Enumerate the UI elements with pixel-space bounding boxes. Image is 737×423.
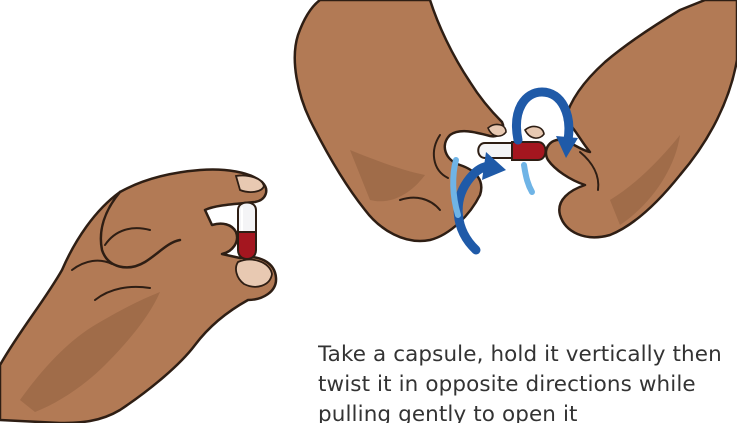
left-hand-nail-top (236, 175, 264, 192)
hand-holding-capsule-icon (0, 150, 290, 423)
instruction-caption: Take a capsule, hold it vertically then … (318, 340, 737, 423)
hands-twisting-capsule-icon (280, 0, 737, 265)
capsule-icon (238, 203, 256, 260)
twist-left-hand (295, 0, 503, 241)
